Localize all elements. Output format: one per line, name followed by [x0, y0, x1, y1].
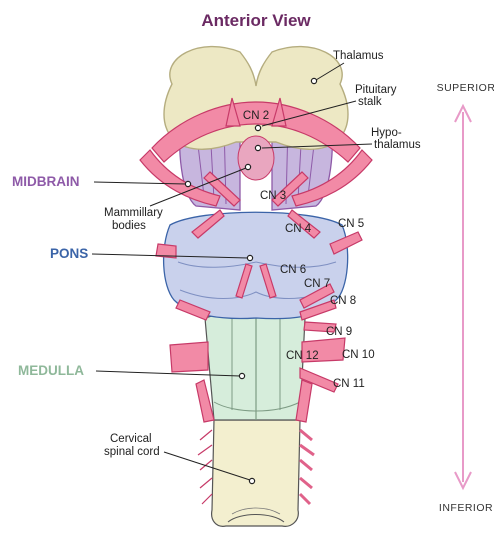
hypothalamus-label-1: Hypo- — [371, 127, 402, 139]
medulla-label: MEDULLA — [18, 363, 84, 378]
cn3-label: CN 3 — [260, 190, 286, 202]
medulla-dot — [239, 373, 244, 378]
diagram-title: Anterior View — [201, 11, 311, 30]
pituitary-dot — [255, 125, 260, 130]
superior-label: SUPERIOR — [437, 82, 494, 94]
medulla — [170, 312, 345, 422]
cn8-label: CN 8 — [330, 295, 356, 307]
cn12-label: CN 12 — [286, 350, 319, 362]
cn9-label: CN 9 — [326, 326, 352, 338]
cn2-label: CN 2 — [243, 110, 269, 122]
pons-dot — [247, 255, 252, 260]
orientation-arrow — [455, 106, 471, 488]
mammillary-dot — [245, 164, 250, 169]
hypothalamus-area — [238, 136, 274, 180]
cn11-label: CN 11 — [333, 378, 365, 390]
inferior-label: INFERIOR — [439, 502, 493, 514]
pons-label: PONS — [50, 246, 88, 261]
pituitary-label-2: stalk — [358, 96, 382, 108]
midbrain-label: MIDBRAIN — [12, 174, 80, 189]
thalamus-dot — [311, 78, 316, 83]
cn4-label: CN 4 — [285, 223, 312, 235]
pituitary-label-1: Pituitary — [355, 84, 397, 96]
mammillary-label-2: bodies — [112, 220, 146, 232]
spinal-cord — [198, 420, 314, 526]
cervical-label-1: Cervical — [110, 433, 152, 445]
cn5-label: CN 5 — [338, 218, 364, 230]
cn6-label: CN 6 — [280, 264, 306, 276]
hypothalamus-label-2: thalamus — [374, 139, 421, 151]
mammillary-label-1: Mammillary — [104, 207, 163, 219]
hypothalamus-dot — [255, 145, 260, 150]
cervical-dot — [249, 478, 254, 483]
thalamus-label: Thalamus — [333, 50, 384, 62]
cn10-label: CN 10 — [342, 349, 375, 361]
cervical-label-2: spinal cord — [104, 446, 160, 458]
midbrain-dot — [185, 181, 190, 186]
cn7-label: CN 7 — [304, 278, 330, 290]
